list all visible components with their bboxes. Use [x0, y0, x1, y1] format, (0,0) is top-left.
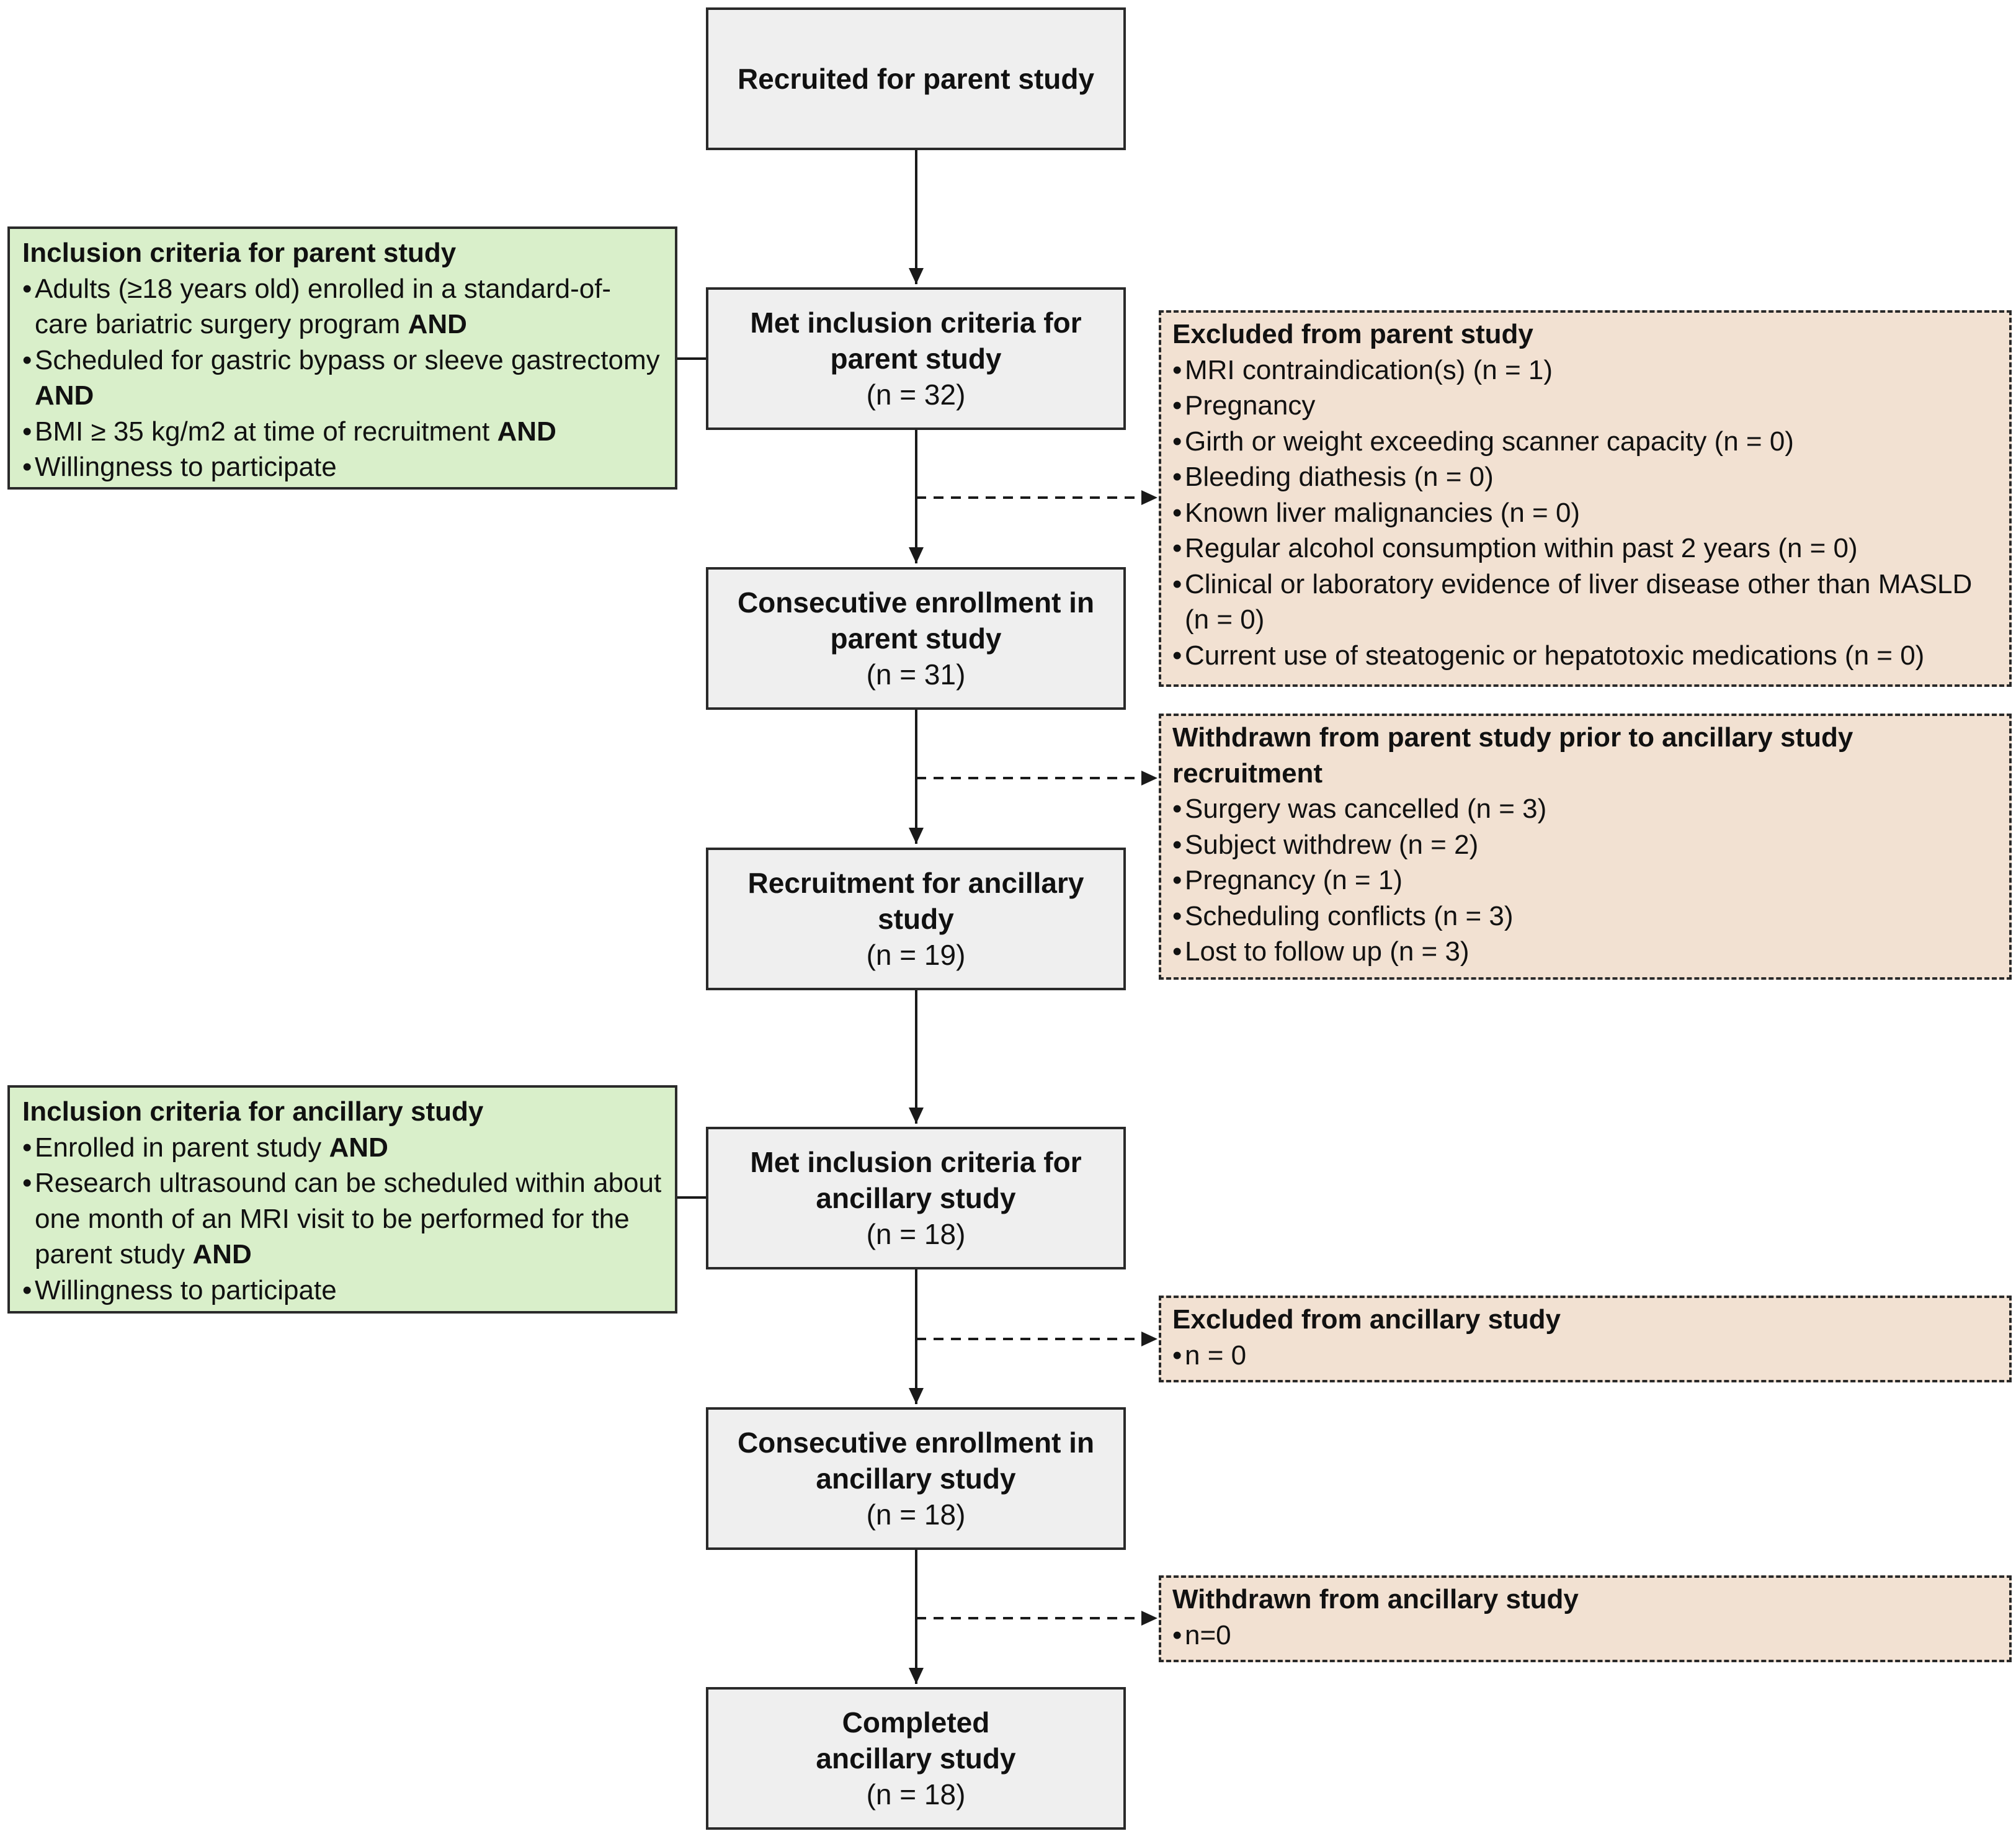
flow-box-count: (n = 18) [866, 1778, 966, 1811]
flow-box-count: (n = 32) [866, 378, 966, 411]
list-item: •n=0 [1172, 1619, 1231, 1650]
list-item: •Willingness to participate [22, 1274, 337, 1305]
inclusion-header: Inclusion criteria for ancillary study [22, 1096, 484, 1127]
flow-box-title: Consecutive enrollment in parent study [737, 586, 1095, 655]
list-item: •Subject withdrew (n = 2) [1172, 829, 1479, 860]
flow-box-count: (n = 19) [866, 939, 966, 971]
flow-box-count: (n = 18) [866, 1218, 966, 1250]
list-item: •MRI contraindication(s) (n = 1) [1172, 354, 1553, 385]
list-item: •Scheduled for gastric bypass or sleeve … [22, 344, 660, 411]
withdrawn-header: Withdrawn from parent study prior to anc… [1172, 722, 1853, 789]
flow-box-title: Completed ancillary study [816, 1706, 1016, 1775]
excluded-header: Excluded from ancillary study [1172, 1304, 1561, 1335]
flow-box-title: Met inclusion criteria for ancillary stu… [750, 1146, 1082, 1214]
list-item: •Enrolled in parent study AND [22, 1132, 388, 1163]
flow-box-recruited: Recruited for parent study [706, 7, 1126, 150]
list-item: •Current use of steatogenic or hepatotox… [1172, 640, 1925, 671]
withdrawn-ancillary-box: Withdrawn from ancillary study •n=0 [1159, 1575, 2012, 1662]
list-item: •Clinical or laboratory evidence of live… [1172, 568, 1973, 635]
flow-box-enrolled-ancillary: Consecutive enrollment in ancillary stud… [706, 1407, 1126, 1550]
excluded-parent-box: Excluded from parent study •MRI contrain… [1159, 310, 2012, 687]
list-item: •Surgery was cancelled (n = 3) [1172, 794, 1547, 824]
flow-box-title: Consecutive enrollment in ancillary stud… [737, 1426, 1095, 1495]
list-item: •Pregnancy [1172, 390, 1316, 421]
list-item: •Willingness to participate [22, 452, 337, 482]
flow-box-completed: Completed ancillary study (n = 18) [706, 1687, 1126, 1830]
list-item: •Scheduling conflicts (n = 3) [1172, 900, 1514, 931]
list-item: •Research ultrasound can be scheduled wi… [22, 1168, 662, 1269]
flow-box-title: Recruitment for ancillary study [747, 867, 1084, 935]
list-item: •Bleeding diathesis (n = 0) [1172, 462, 1494, 492]
list-item: •Girth or weight exceeding scanner capac… [1172, 426, 1794, 457]
list-item: •Pregnancy (n = 1) [1172, 865, 1403, 895]
list-item: •BMI ≥ 35 kg/m2 at time of recruitment A… [22, 416, 556, 447]
list-item: •n = 0 [1172, 1340, 1247, 1371]
list-item: •Known liver malignancies (n = 0) [1172, 497, 1581, 528]
list-item: •Regular alcohol consumption within past… [1172, 533, 1858, 563]
flow-box-enrolled-parent: Consecutive enrollment in parent study (… [706, 567, 1126, 710]
flow-box-title: Met inclusion criteria for parent study [750, 307, 1082, 375]
flow-box-met-parent: Met inclusion criteria for parent study … [706, 287, 1126, 430]
flow-box-met-ancillary: Met inclusion criteria for ancillary stu… [706, 1127, 1126, 1269]
flow-box-count: (n = 31) [866, 658, 966, 691]
flow-box-count: (n = 18) [866, 1498, 966, 1531]
list-item: •Adults (≥18 years old) enrolled in a st… [22, 273, 612, 340]
withdrawn-parent-box: Withdrawn from parent study prior to anc… [1159, 714, 2012, 980]
inclusion-box-parent: Inclusion criteria for parent study •Adu… [7, 226, 677, 490]
inclusion-box-ancillary: Inclusion criteria for ancillary study •… [7, 1085, 677, 1314]
withdrawn-header: Withdrawn from ancillary study [1172, 1584, 1579, 1614]
flow-box-recruit-ancillary: Recruitment for ancillary study (n = 19) [706, 848, 1126, 990]
excluded-ancillary-box: Excluded from ancillary study •n = 0 [1159, 1296, 2012, 1382]
inclusion-header: Inclusion criteria for parent study [22, 238, 457, 268]
excluded-header: Excluded from parent study [1172, 319, 1533, 349]
list-item: •Lost to follow up (n = 3) [1172, 936, 1470, 967]
flow-box-title: Recruited for parent study [737, 63, 1095, 95]
